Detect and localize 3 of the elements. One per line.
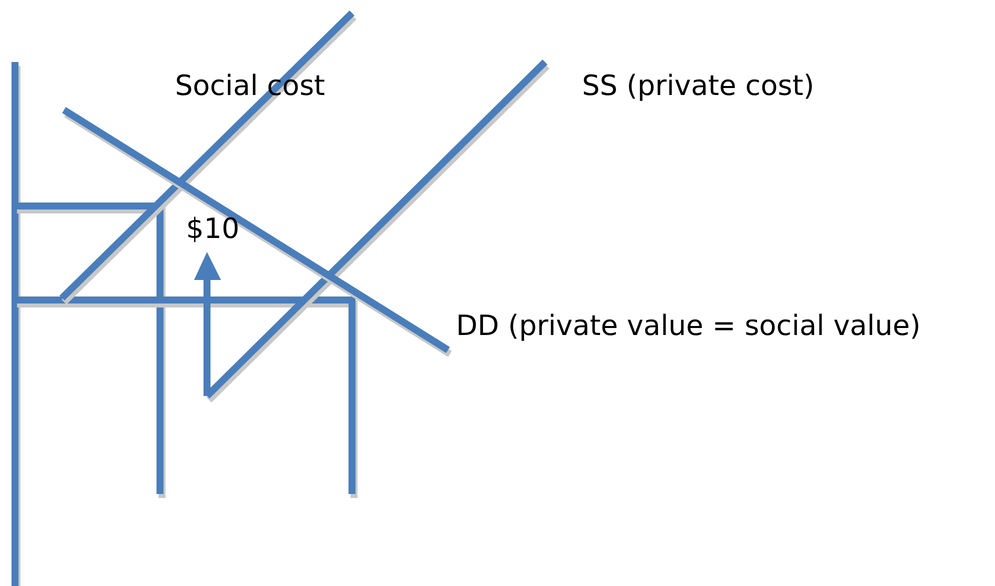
curve-label: $10 <box>186 213 240 246</box>
curve-label: SS (private cost) <box>582 70 814 102</box>
curve-label: DD (private value = social value) <box>456 310 921 342</box>
